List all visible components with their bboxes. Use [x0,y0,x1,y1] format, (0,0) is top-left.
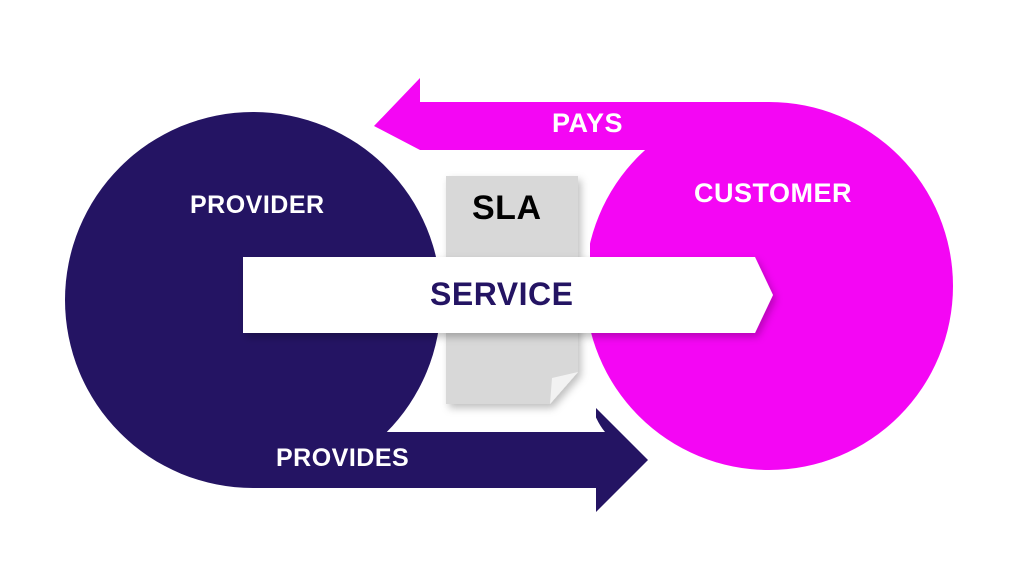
pays-arrow [374,78,769,150]
customer-circle [585,102,953,470]
pays-label: PAYS [552,108,624,138]
provides-label: PROVIDES [276,444,410,472]
customer-label: CUSTOMER [694,178,853,208]
provider-label: PROVIDER [190,191,325,219]
sla-document-fold [550,372,578,404]
sla-label: SLA [472,189,542,227]
service-arrow [243,257,773,333]
provides-arrow [253,408,648,512]
service-label: SERVICE [430,276,574,312]
customer-shape [374,78,953,470]
